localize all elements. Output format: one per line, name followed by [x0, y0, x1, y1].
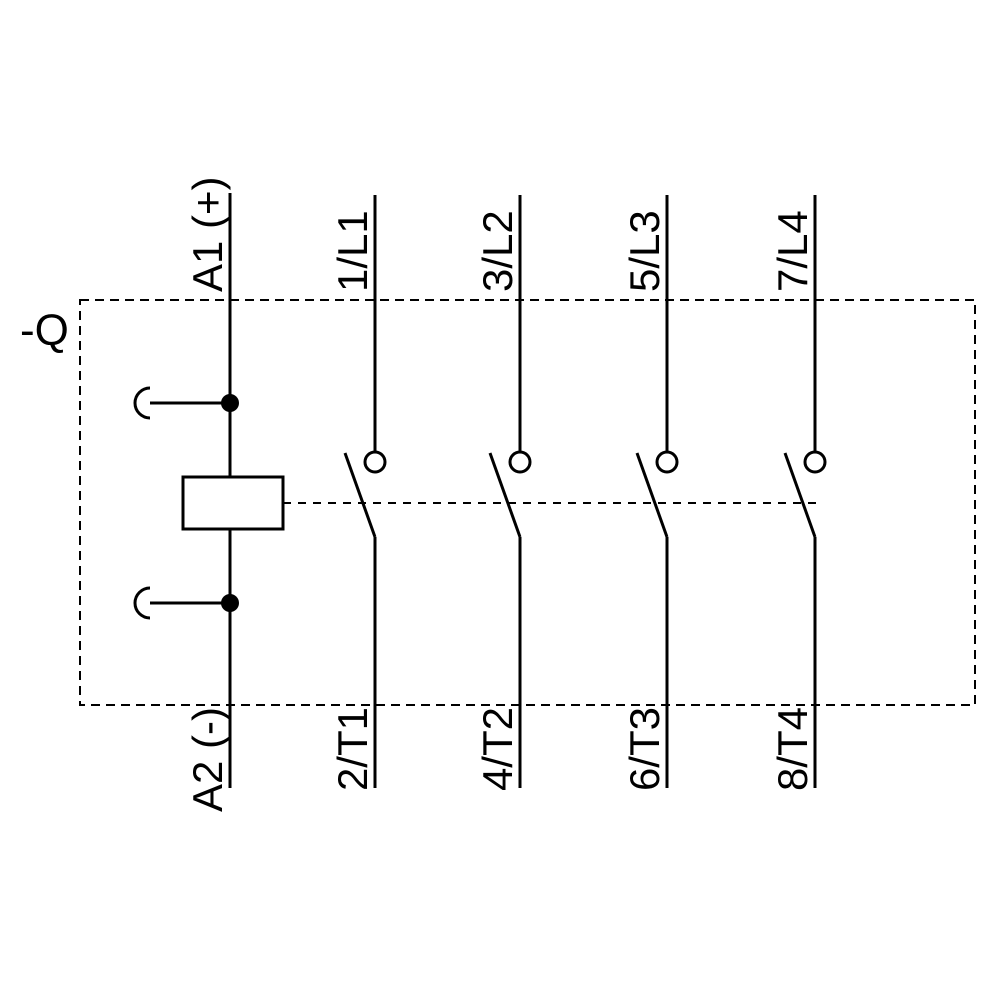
fixed-contact-circle	[803, 450, 827, 474]
contact-pole-1: 1/L1 2/T1	[329, 195, 387, 791]
coil-box	[181, 475, 285, 531]
contact-bottom-label: 4/T2	[474, 707, 521, 791]
contact-pole-2: 3/L2 4/T2	[474, 195, 532, 791]
contact-blade	[783, 452, 817, 538]
contact-bottom-label: 2/T1	[329, 707, 376, 791]
contact-bottom-label: 8/T4	[769, 707, 816, 791]
contact-pole-4: 7/L4 8/T4	[769, 195, 827, 791]
contact-top-label: 3/L2	[474, 210, 521, 292]
fixed-contact-circle	[655, 450, 679, 474]
fixed-contact-circle	[508, 450, 532, 474]
connector-arc-bottom	[133, 586, 151, 620]
contact-top-label: 5/L3	[621, 210, 668, 292]
coil-top-label: A1 (+)	[184, 176, 231, 292]
coil-branch: A1 (+) A2 (-)	[133, 176, 285, 812]
contact-top-label: 1/L1	[329, 210, 376, 292]
contact-blade	[343, 452, 377, 538]
device-boundary	[79, 299, 976, 706]
contact-blade	[488, 452, 522, 538]
contact-blade	[635, 452, 669, 538]
contact-top-label: 7/L4	[769, 210, 816, 292]
contact-bottom-label: 6/T3	[621, 707, 668, 791]
fixed-contact-circle	[363, 450, 387, 474]
connector-arc-top	[133, 386, 151, 420]
junction-dot-bottom	[221, 594, 239, 612]
coil-bottom-label: A2 (-)	[184, 707, 231, 812]
device-label: -Q	[20, 306, 69, 355]
junction-dot-top	[221, 394, 239, 412]
contact-pole-3: 5/L3 6/T3	[621, 195, 679, 791]
